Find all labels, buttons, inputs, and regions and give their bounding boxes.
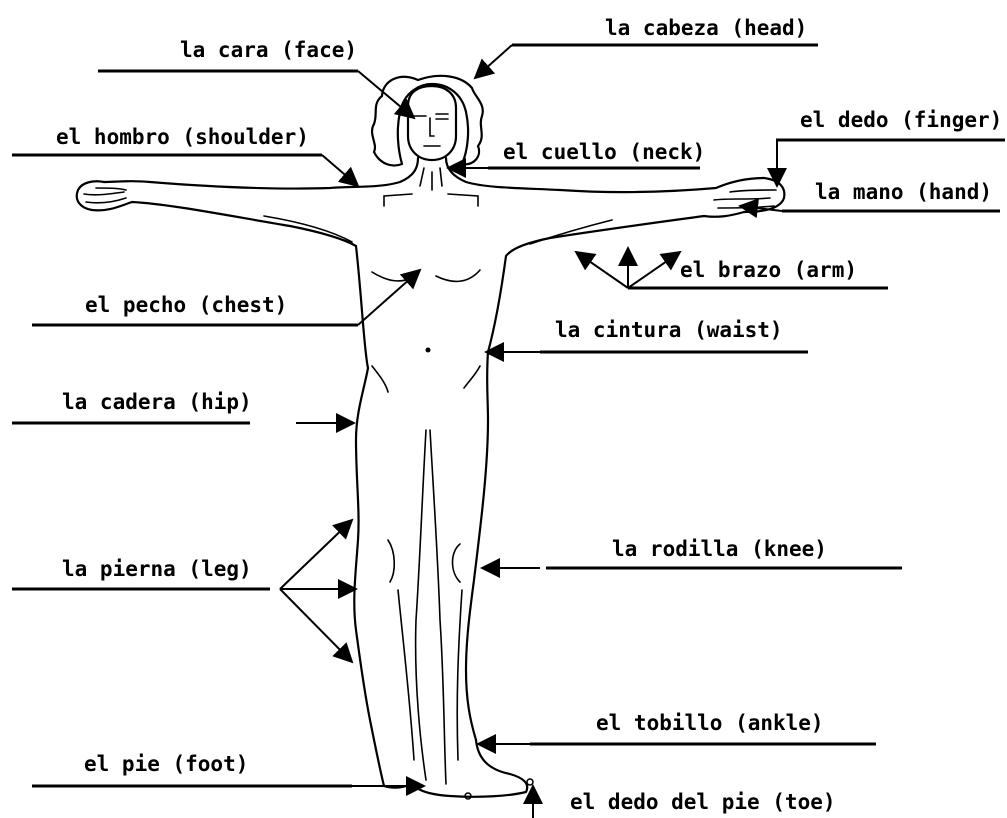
label-head: la cabeza (head) xyxy=(475,16,818,78)
right-hand-fingers xyxy=(714,190,776,208)
lower-leg-lines xyxy=(398,590,462,760)
knee-left xyxy=(388,540,394,582)
label-face: la cara (face) xyxy=(98,38,414,118)
left-hand-fingers xyxy=(84,188,126,203)
human-figure-illustration xyxy=(77,76,785,799)
label-knee: la rodilla (knee) xyxy=(482,537,902,568)
navel xyxy=(426,348,431,353)
label-foot: el pie (foot) xyxy=(32,752,424,786)
label-hip: la cadera (hip) xyxy=(12,390,354,423)
body-upper-outline xyxy=(77,158,418,788)
label-toe-text: el dedo del pie (toe) xyxy=(570,790,836,814)
label-arm-text: el brazo (arm) xyxy=(680,258,857,282)
label-ankle: el tobillo (ankle) xyxy=(478,711,876,744)
label-toe: el dedo del pie (toe) xyxy=(533,786,836,818)
label-foot-text: el pie (foot) xyxy=(84,752,248,776)
knee-right xyxy=(453,544,461,582)
arm-inner-lines xyxy=(264,216,612,244)
label-shoulder: el hombro (shoulder) xyxy=(12,125,358,186)
pelvis-lines xyxy=(372,366,480,392)
nose xyxy=(430,118,434,136)
label-leg: la pierna (leg) xyxy=(12,520,356,662)
label-hip-text: la cadera (hip) xyxy=(62,390,252,414)
toe-dot-2 xyxy=(527,779,533,785)
inner-leg-lines xyxy=(416,430,446,784)
label-hand-text: la mano (hand) xyxy=(815,180,992,204)
label-finger: el dedo (finger) xyxy=(776,108,1005,186)
label-finger-text: el dedo (finger) xyxy=(800,108,1002,132)
label-face-text: la cara (face) xyxy=(180,38,357,62)
label-shoulder-text: el hombro (shoulder) xyxy=(56,125,309,149)
label-waist-text: la cintura (waist) xyxy=(555,318,783,342)
label-leg-text: la pierna (leg) xyxy=(62,557,252,581)
face-outline xyxy=(408,86,456,160)
clavicles xyxy=(384,168,478,206)
hair xyxy=(372,76,483,166)
label-knee-text: la rodilla (knee) xyxy=(612,537,827,561)
label-ankle-text: el tobillo (ankle) xyxy=(596,711,824,735)
label-waist: la cintura (waist) xyxy=(486,318,808,352)
label-neck-text: el cuello (neck) xyxy=(503,140,705,164)
label-neck: el cuello (neck) xyxy=(448,140,705,168)
eye-right xyxy=(436,114,448,119)
label-arm: el brazo (arm) xyxy=(576,248,888,288)
label-head-text: la cabeza (head) xyxy=(605,16,807,40)
chest-lines xyxy=(372,270,480,281)
neck-right xyxy=(414,158,785,797)
label-chest-text: el pecho (chest) xyxy=(85,293,287,317)
